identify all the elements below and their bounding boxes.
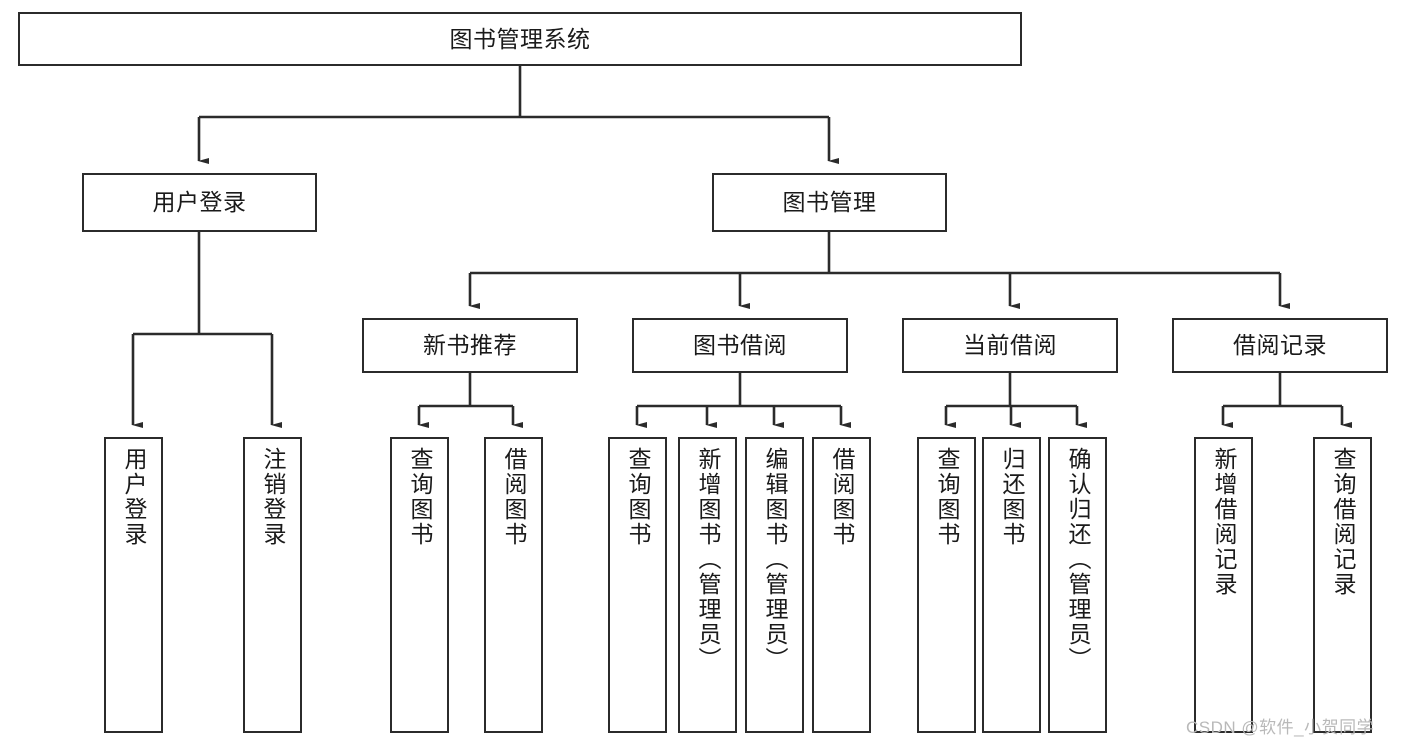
node-leaf-9[interactable]: 查询图书 <box>917 437 976 733</box>
node-level2-2[interactable]: 图书管理 <box>712 173 947 232</box>
node-leaf-13[interactable]: 查询借阅记录 <box>1313 437 1372 733</box>
node-level3-4[interactable]: 借阅记录 <box>1172 318 1388 373</box>
node-leaf-1[interactable]: 用户登录 <box>104 437 163 733</box>
node-level3-3[interactable]: 当前借阅 <box>902 318 1118 373</box>
node-level3-4-label: 借阅记录 <box>1233 332 1327 359</box>
node-leaf-5-label: 查询图书 <box>625 447 651 547</box>
node-root[interactable]: 图书管理系统 <box>18 12 1022 66</box>
node-leaf-7-label: 编辑图书（管理员） <box>762 447 788 672</box>
node-level2-1[interactable]: 用户登录 <box>82 173 317 232</box>
node-level3-2-label: 图书借阅 <box>693 332 787 359</box>
node-level3-3-label: 当前借阅 <box>963 332 1057 359</box>
node-leaf-11[interactable]: 确认归还（管理员） <box>1048 437 1107 733</box>
node-leaf-9-label: 查询图书 <box>934 447 960 547</box>
node-leaf-8-label: 借阅图书 <box>829 447 855 547</box>
node-leaf-3[interactable]: 查询图书 <box>390 437 449 733</box>
node-leaf-12[interactable]: 新增借阅记录 <box>1194 437 1253 733</box>
node-leaf-10-label: 归还图书 <box>999 447 1025 547</box>
node-leaf-6-label: 新增图书（管理员） <box>695 447 721 672</box>
node-level3-1-label: 新书推荐 <box>423 332 517 359</box>
node-leaf-2-label: 注销登录 <box>260 447 286 547</box>
node-leaf-10[interactable]: 归还图书 <box>982 437 1041 733</box>
node-leaf-11-label: 确认归还（管理员） <box>1065 447 1091 672</box>
node-leaf-13-label: 查询借阅记录 <box>1330 447 1356 597</box>
node-leaf-3-label: 查询图书 <box>407 447 433 547</box>
node-leaf-12-label: 新增借阅记录 <box>1211 447 1237 597</box>
node-leaf-1-label: 用户登录 <box>121 447 147 547</box>
node-leaf-4-label: 借阅图书 <box>501 447 527 547</box>
node-level2-2-label: 图书管理 <box>782 189 877 216</box>
node-leaf-7[interactable]: 编辑图书（管理员） <box>745 437 804 733</box>
node-leaf-6[interactable]: 新增图书（管理员） <box>678 437 737 733</box>
node-level3-2[interactable]: 图书借阅 <box>632 318 848 373</box>
node-root-label: 图书管理系统 <box>449 25 591 52</box>
node-leaf-4[interactable]: 借阅图书 <box>484 437 543 733</box>
node-level2-1-label: 用户登录 <box>152 189 247 216</box>
node-leaf-2[interactable]: 注销登录 <box>243 437 302 733</box>
connector-group <box>131 66 1352 428</box>
node-level3-1[interactable]: 新书推荐 <box>362 318 578 373</box>
node-leaf-8[interactable]: 借阅图书 <box>812 437 871 733</box>
node-leaf-5[interactable]: 查询图书 <box>608 437 667 733</box>
